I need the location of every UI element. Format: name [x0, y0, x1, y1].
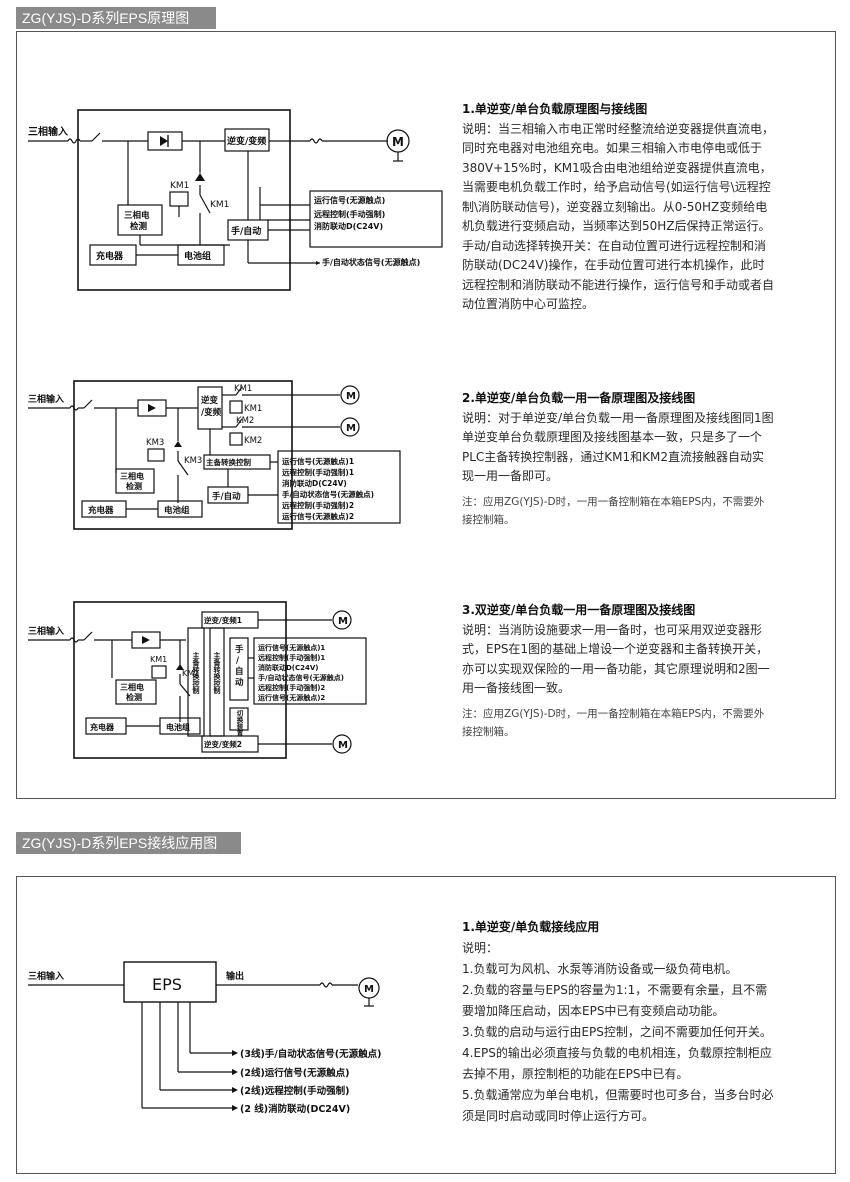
- d3-manual-box: 手/自动: [235, 644, 244, 688]
- d1-signal-2: 远程控制(手动强制): [314, 209, 385, 219]
- d4-eps-box: EPS: [152, 975, 182, 994]
- d2-km3-contact: KM3: [184, 456, 202, 466]
- d4-signal-3: (2线)远程控制(手动强制): [240, 1085, 349, 1097]
- d2-signal-6: 运行信号(无源触点)2: [282, 511, 354, 521]
- d2-signal-1: 运行信号(无源触点)1: [282, 456, 354, 466]
- t2-note: 注：应用ZG(YJS)-D时，一用一备控制箱在本箱EPS内，不需要外接控制箱。: [462, 495, 765, 526]
- diagram-wiring-application: 三相输入 EPS 输出 M (3线)手/自动状态信号(无源触点) (2线)运行信…: [28, 961, 381, 1115]
- d3-km1-contact: KM1: [182, 669, 199, 678]
- d4-input-label: 三相输入: [28, 970, 64, 982]
- d2-motor-1: M: [346, 391, 356, 402]
- d2-km3: KM3: [146, 438, 164, 448]
- d2-signal-2: 远程控制(手动强制)1: [282, 467, 354, 477]
- text-block-1: 1.单逆变/单台负载原理图与接线图 说明：当三相输入市电正常时经整流给逆变器提供…: [462, 100, 774, 315]
- d2-charger-box: 充电器: [88, 505, 114, 516]
- d1-signal-4: 手/自动状态信号(无源触点): [322, 257, 420, 267]
- d1-charger-box: 充电器: [96, 250, 124, 262]
- d3-signal-1: 运行信号(无源触点)1: [258, 643, 325, 652]
- d2-km2-coil: KM2: [244, 436, 262, 446]
- d1-manual-box: 手/自动: [231, 225, 261, 237]
- d1-km1-label: KM1: [170, 181, 189, 191]
- t4-item-2: 2.负载的容量与EPS的容量为1:1，不需要有余量，且不需要增加降压启动，因本E…: [462, 983, 768, 1018]
- d2-km2: KM2: [236, 416, 254, 426]
- d2-inverter-box: 逆变/变频: [201, 395, 222, 418]
- text-block-2: 2.单逆变/单台负载一用一备原理图及接线图 说明：对于单逆变/单台负载一用一备原…: [462, 389, 774, 529]
- d4-signal-2: (2线)运行信号(无源触点): [240, 1067, 349, 1079]
- d3-input-label: 三相输入: [28, 625, 64, 637]
- d4-motor: M: [364, 984, 374, 995]
- d2-plc-box: 主备转换控制: [206, 457, 251, 467]
- text-block-4: 1.单逆变/单负载接线应用 说明： 1.负载可为风机、水泵等消防设备或一级负荷电…: [462, 917, 774, 1127]
- t4-item-1: 1.负载可为风机、水泵等消防设备或一级负荷电机。: [462, 962, 738, 976]
- t4-item-5: 5.负载通常应为单台电机，但需要时也可多台，当多台时必须是同时启动或同时停止运行…: [462, 1088, 774, 1123]
- t2-title: 2.单逆变/单台负载一用一备原理图及接线图: [462, 391, 696, 405]
- d3-battery-box: 电池组: [166, 722, 190, 732]
- d2-km1-coil: KM1: [244, 404, 262, 414]
- d2-signal-4: 手/自动状态信号(无源触点): [282, 489, 374, 499]
- d3-motor-1: M: [338, 616, 348, 627]
- d1-motor: M: [392, 135, 404, 149]
- d4-signal-4: (2 线)消防联动(DC24V): [240, 1103, 350, 1115]
- d2-detect-box: 三相电检测: [120, 471, 144, 491]
- d2-motor-2: M: [346, 423, 356, 434]
- section-header-wiring: ZG(YJS)-D系列EPS接线应用图: [16, 832, 241, 854]
- section-header-principle: ZG(YJS)-D系列EPS原理图: [16, 7, 216, 29]
- d3-signal-6: 运行信号(无源触点)2: [258, 693, 325, 702]
- wiring-frame: [16, 876, 836, 1174]
- d1-inverter-label: 逆变/变频: [227, 135, 266, 147]
- d3-ctrl-1: 主备转换控制: [192, 651, 201, 695]
- d2-signal-5: 远程控制(手动强制)2: [282, 500, 354, 510]
- t1-title: 1.单逆变/单台负载原理图与接线图: [462, 102, 648, 116]
- d3-signal-5: 远程控制(手动强制)2: [258, 683, 325, 692]
- d3-signal-4: 手/自动状态信号(无源触点): [258, 673, 344, 682]
- d3-motor-2: M: [338, 740, 348, 751]
- t2-body: 说明：对于单逆变/单台负载一用一备原理图及接线图同1图单逆变单台负载原理图及接线…: [462, 410, 774, 484]
- d2-battery-box: 电池组: [164, 505, 190, 516]
- d2-input-label: 三相输入: [28, 393, 64, 405]
- t1-body: 说明：当三相输入市电正常时经整流给逆变器提供直流电，同时充电器对电池组充电。如果…: [462, 121, 775, 312]
- t3-title: 3.双逆变/单台负载一用一备原理图及接线图: [462, 603, 696, 617]
- diagram-dual-inverter: 三相输入 逆变/变频1 逆变/变频2 M M KM1 KM1 三相电检测 主备转…: [28, 601, 367, 759]
- d3-signal-3: 消防联动D(C24V): [258, 663, 319, 672]
- d1-battery-box: 电池组: [184, 250, 211, 262]
- text-block-3: 3.双逆变/单台负载一用一备原理图及接线图 说明：当消防设施要求一用一备时，也可…: [462, 601, 774, 741]
- d2-km1: KM1: [234, 384, 252, 394]
- d4-output-label: 输出: [226, 970, 244, 982]
- t4-item-3: 3.负载的启动与运行由EPS控制，之间不需要加任何开关。: [462, 1025, 772, 1039]
- d3-ctrl-2: 主备转换控制: [213, 651, 222, 695]
- d1-km1-contact: KM1: [210, 200, 229, 210]
- t4-title: 1.单逆变/单负载接线应用: [462, 920, 600, 934]
- d2-signal-3: 消防联动D(C24V): [282, 478, 347, 488]
- t4-item-4: 4.EPS的输出必须直接与负载的电机相连，负载原控制柜应去掉不用，原控制柜的功能…: [462, 1046, 772, 1081]
- d3-inverter-2: 逆变/变频2: [204, 739, 242, 749]
- t3-note: 注：应用ZG(YJS)-D时，一用一备控制箱在本箱EPS内，不需要外接控制箱。: [462, 707, 765, 738]
- d3-detect-box: 三相电检测: [120, 682, 144, 702]
- d1-signal-1: 运行信号(无源触点): [314, 195, 385, 205]
- d2-manual-box: 手/自动: [212, 491, 241, 502]
- d1-detect-box: 三相电检测: [124, 210, 150, 232]
- d3-km1: KM1: [150, 655, 167, 664]
- d1-input-label: 三相输入: [28, 125, 68, 138]
- d3-signal-2: 远程控制(手动强制)1: [258, 653, 325, 662]
- diagram-single-inverter-standby: 三相输入 逆变/变频 KM1 KM2 KM1 KM2 KM3 KM3 M M 三…: [28, 380, 401, 530]
- d3-switch-box: 切换装置: [235, 710, 244, 738]
- d3-inverter-1: 逆变/变频1: [204, 615, 242, 625]
- t3-body: 说明：当消防设施要求一用一备时，也可采用双逆变器形式，EPS在1图的基础上增设一…: [462, 622, 770, 696]
- d3-charger-box: 充电器: [90, 722, 115, 732]
- d1-signal-3: 消防联动D(C24V): [314, 221, 383, 231]
- d4-signal-1: (3线)手/自动状态信号(无源触点): [240, 1048, 381, 1060]
- diagram-single-inverter: 三相输入 逆变/变频 M KM1 KM1 三相电检测 手/自动 充电器 电池组 …: [28, 109, 443, 291]
- t4-label: 说明：: [462, 941, 499, 955]
- principle-frame: [16, 31, 836, 799]
